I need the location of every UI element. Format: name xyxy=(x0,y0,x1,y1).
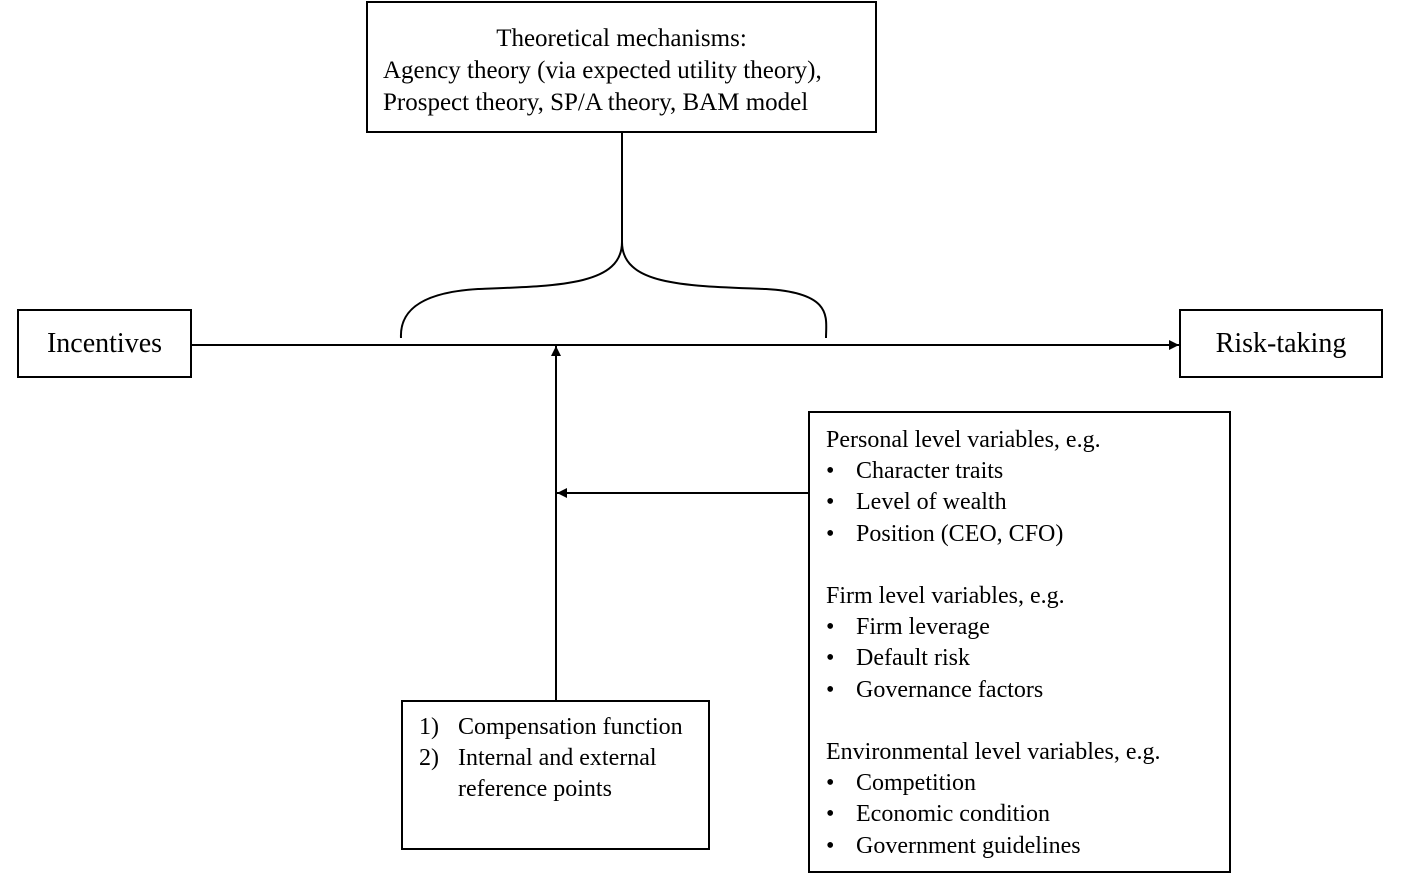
list-item: • Firm leverage xyxy=(826,612,1229,643)
list-item-text: Economic condition xyxy=(856,801,1050,828)
list-item-text: Competition xyxy=(856,770,976,797)
list-number: 2) xyxy=(419,745,439,772)
moderating-variables-box: Personal level variables, e.g. • Charact… xyxy=(808,411,1231,873)
bullet-icon: • xyxy=(826,832,835,859)
bullet-icon: • xyxy=(826,676,835,703)
list-item: • Default risk xyxy=(826,643,1229,674)
list-item-text: Government guidelines xyxy=(856,832,1081,859)
firm-variables-group: Firm level variables, e.g. • Firm levera… xyxy=(826,581,1229,706)
risk-taking-label: Risk-taking xyxy=(1215,327,1347,359)
list-item-text: Default risk xyxy=(856,645,970,672)
incentives-box: Incentives xyxy=(17,309,192,378)
list-item: • Government guidelines xyxy=(826,831,1229,862)
bullet-icon: • xyxy=(826,458,835,485)
list-item: • Competition xyxy=(826,768,1229,799)
mechanisms-title: Theoretical mechanisms: xyxy=(496,25,747,52)
compensation-box: 1) Compensation function 2) Internal and… xyxy=(401,700,710,850)
list-item: • Position (CEO, CFO) xyxy=(826,519,1229,550)
list-item-text: Internal and external reference points xyxy=(458,745,657,803)
bullet-icon: • xyxy=(826,645,835,672)
bullet-icon: • xyxy=(826,520,835,547)
list-item: • Level of wealth xyxy=(826,487,1229,518)
risk-taking-box: Risk-taking xyxy=(1179,309,1383,378)
group-title: Personal level variables, e.g. xyxy=(826,427,1101,453)
list-item: • Character traits xyxy=(826,456,1229,487)
personal-variables-group: Personal level variables, e.g. • Charact… xyxy=(826,425,1229,550)
list-item-text: Character traits xyxy=(856,458,1004,485)
list-item-text: Position (CEO, CFO) xyxy=(856,520,1064,547)
group-title: Environmental level variables, e.g. xyxy=(826,739,1161,765)
list-item-text: Level of wealth xyxy=(856,489,1007,516)
bullet-icon: • xyxy=(826,489,835,516)
list-item: 1) Compensation function xyxy=(419,712,708,743)
bullet-icon: • xyxy=(826,614,835,641)
list-number: 1) xyxy=(419,714,439,740)
group-title: Firm level variables, e.g. xyxy=(826,583,1065,609)
theoretical-mechanisms-box: Theoretical mechanisms: Agency theory (v… xyxy=(366,1,877,133)
mechanisms-line-agency: Agency theory (via expected utility theo… xyxy=(383,57,822,84)
list-item-text: Compensation function xyxy=(458,714,683,740)
bullet-icon: • xyxy=(826,801,835,828)
bullet-icon: • xyxy=(826,770,835,797)
list-item-text: Firm leverage xyxy=(856,614,990,641)
list-item: 2) Internal and external reference point… xyxy=(419,743,708,805)
list-item: • Economic condition xyxy=(826,799,1229,830)
environmental-variables-group: Environmental level variables, e.g. • Co… xyxy=(826,737,1229,862)
mechanisms-line-prospect: Prospect theory, SP/A theory, BAM model xyxy=(383,89,809,116)
list-item-text: Governance factors xyxy=(856,676,1044,703)
mechanism-brace xyxy=(399,133,828,339)
incentives-label: Incentives xyxy=(46,327,163,359)
list-item: • Governance factors xyxy=(826,675,1229,706)
